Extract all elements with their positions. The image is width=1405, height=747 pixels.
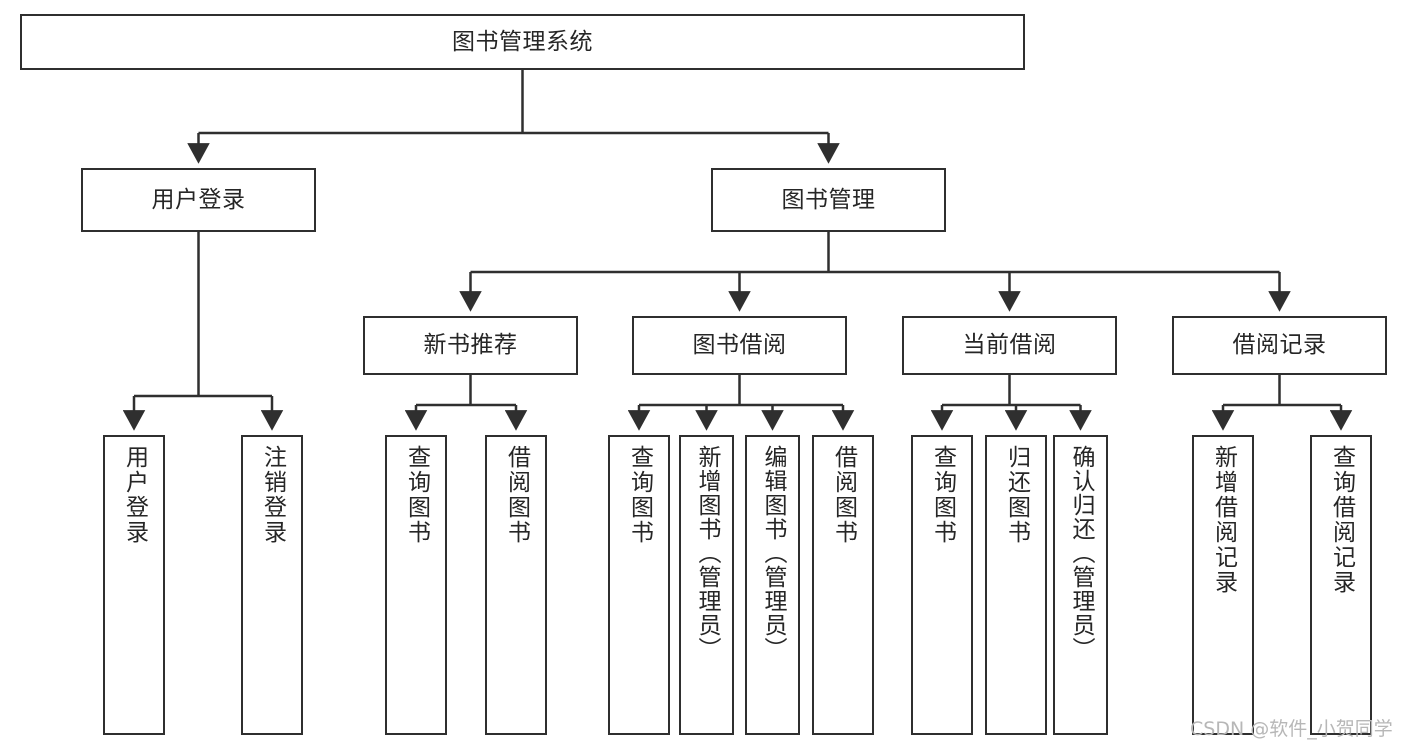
node-leaf-user-logout-label: 注销登录	[259, 445, 286, 545]
node-book-manage[interactable]: 图书管理	[711, 168, 946, 232]
node-current-borrow-label: 当前借阅	[962, 332, 1057, 359]
node-leaf-borrow-book-1-label: 借阅图书	[503, 445, 530, 545]
node-leaf-add-book[interactable]: 新增图书（管理员）	[679, 435, 734, 735]
node-root[interactable]: 图书管理系统	[20, 14, 1025, 70]
node-borrow-record-label: 借阅记录	[1232, 332, 1327, 359]
node-leaf-query-book-2-label: 查询图书	[626, 445, 653, 545]
node-borrow-record[interactable]: 借阅记录	[1172, 316, 1387, 375]
node-leaf-add-record-label: 新增借阅记录	[1210, 445, 1237, 595]
node-leaf-query-book-1[interactable]: 查询图书	[385, 435, 447, 735]
node-leaf-query-record[interactable]: 查询借阅记录	[1310, 435, 1372, 735]
node-user-login-label: 用户登录	[151, 186, 246, 213]
node-leaf-user-logout[interactable]: 注销登录	[241, 435, 303, 735]
node-leaf-confirm-return[interactable]: 确认归还（管理员）	[1053, 435, 1108, 735]
node-leaf-query-record-label: 查询借阅记录	[1328, 445, 1355, 595]
node-leaf-add-book-label: 新增图书（管理员）	[694, 445, 720, 661]
node-book-borrow[interactable]: 图书借阅	[632, 316, 847, 375]
node-leaf-edit-book[interactable]: 编辑图书（管理员）	[745, 435, 800, 735]
node-root-label: 图书管理系统	[452, 28, 593, 55]
node-leaf-borrow-book-1[interactable]: 借阅图书	[485, 435, 547, 735]
node-new-book-rec[interactable]: 新书推荐	[363, 316, 578, 375]
node-book-borrow-label: 图书借阅	[692, 332, 787, 359]
node-leaf-borrow-book-2[interactable]: 借阅图书	[812, 435, 874, 735]
node-current-borrow[interactable]: 当前借阅	[902, 316, 1117, 375]
node-leaf-add-record[interactable]: 新增借阅记录	[1192, 435, 1254, 735]
node-leaf-query-book-2[interactable]: 查询图书	[608, 435, 670, 735]
node-leaf-return-book-label: 归还图书	[1003, 445, 1030, 545]
node-leaf-edit-book-label: 编辑图书（管理员）	[760, 445, 786, 661]
node-leaf-query-book-3-label: 查询图书	[929, 445, 956, 545]
csdn-watermark: CSDN @软件_小贺同学	[1190, 718, 1393, 740]
node-user-login[interactable]: 用户登录	[81, 168, 316, 232]
node-book-manage-label: 图书管理	[781, 186, 876, 213]
node-new-book-rec-label: 新书推荐	[423, 332, 518, 359]
node-leaf-user-login-label: 用户登录	[121, 445, 148, 545]
node-leaf-user-login[interactable]: 用户登录	[103, 435, 165, 735]
node-leaf-query-book-3[interactable]: 查询图书	[911, 435, 973, 735]
node-leaf-confirm-return-label: 确认归还（管理员）	[1068, 445, 1094, 661]
node-leaf-borrow-book-2-label: 借阅图书	[830, 445, 857, 545]
node-leaf-query-book-1-label: 查询图书	[403, 445, 430, 545]
node-leaf-return-book[interactable]: 归还图书	[985, 435, 1047, 735]
